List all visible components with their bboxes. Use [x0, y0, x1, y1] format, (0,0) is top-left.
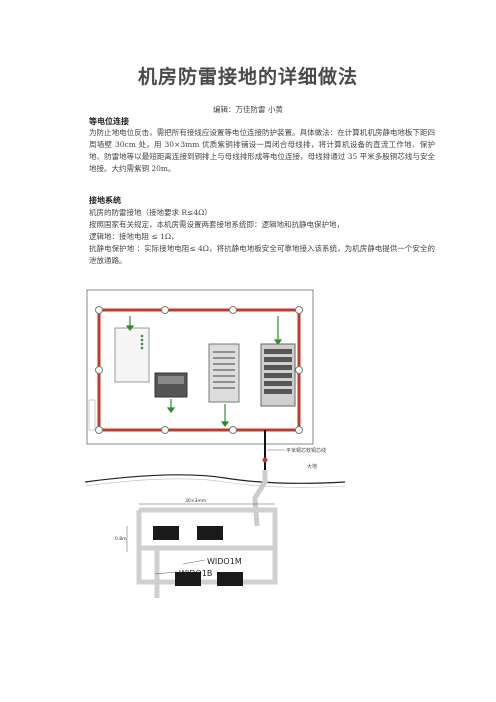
page-title: 机房防雷接地的详细做法 [137, 66, 358, 88]
cable-note: 平米铜芯软铜芯线 [286, 447, 326, 454]
ups-top [158, 376, 184, 384]
label-w2: WIDO1B [179, 569, 212, 578]
grounding-diagram: 平米铜芯软铜芯线 大地 30×3mm 0.8m WIDO1M WIDO1B [85, 289, 346, 598]
panel-leds [140, 334, 144, 350]
byline: 编辑：万佳防雷 小黄 [213, 105, 283, 114]
section-paragraph-equipotential: 为防止地电位反击，需把所有接线应设置等电位连接防护装置。具体做法：在计算机机房静… [89, 128, 435, 173]
section-heading-grounding: 接地系统 [89, 196, 121, 205]
cabinet-panel [114, 327, 150, 383]
server-rack-1-slots [213, 351, 235, 389]
underground-conductor [252, 470, 268, 527]
server-rack-2-units [264, 349, 292, 394]
busbar-nodes [95, 306, 303, 434]
grounding-line-4: 抗静电保护地 ：实际接地电阻≤ 4Ω，将抗静电地板安全可靠地接入该系统，为机房静… [89, 244, 435, 265]
test-point [262, 457, 268, 463]
label-w1: WIDO1M [207, 557, 242, 566]
grounding-line-1: 机房的防雷接地（接地要求 R≤4Ω） [89, 208, 212, 217]
dim-left-label: 0.8m [115, 536, 127, 542]
dim-top-label: 30×3mm [185, 498, 206, 504]
label-w2-leader [154, 571, 178, 575]
grounding-line-3: 逻辑地：接地电阻 ≤ 1Ω， [89, 232, 179, 241]
label-w1-leader [182, 559, 206, 565]
earth-label: 大地 [307, 463, 317, 470]
left-label-box [88, 399, 96, 431]
grounding-line-2: 按照国家有关规定，本机房需设置两套接地系统即：逻辑地和抗静电保护地， [89, 220, 344, 229]
section-heading-equipotential: 等电位连接 [89, 117, 129, 126]
room-outline [86, 289, 314, 445]
server-rack-1 [208, 343, 240, 403]
ground-grid [136, 507, 278, 598]
ground-surface [85, 474, 346, 484]
ground-arrows [125, 316, 283, 427]
ground-surface-shadow [85, 478, 346, 488]
ground-electrodes [153, 526, 243, 586]
